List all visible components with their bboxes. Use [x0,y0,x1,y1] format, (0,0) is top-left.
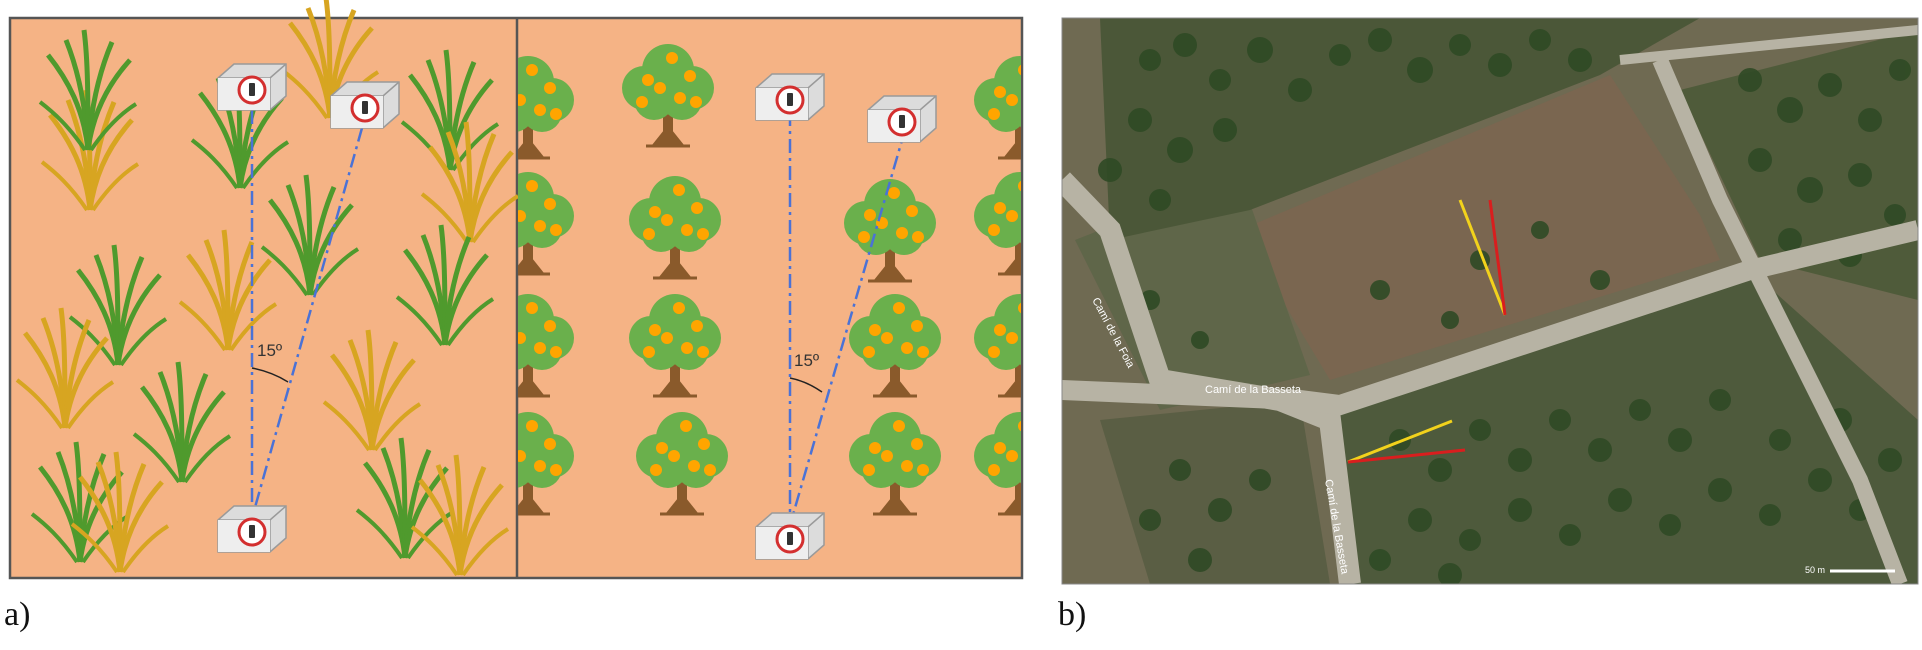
road-diagonal-right [1652,56,1908,584]
red-measure-line-upper [1488,199,1507,316]
panel-b-aerial-photo: Camí de la Foia Camí de la Basseta Camí … [1061,17,1919,585]
angle-arc [251,367,289,383]
left-sensor-beams: 15º [250,110,364,520]
angle-label-left: 15º [257,341,282,360]
angle-arc [789,377,823,393]
sensor-device [754,72,826,122]
red-measure-line-lower [1347,448,1466,464]
angle-label-right: 15º [794,351,819,370]
panel-b-frame [1061,17,1919,585]
panel-a: 15º [8,0,1024,580]
yellow-measure-line-lower [1347,419,1453,464]
field-plot-upper [1240,75,1720,380]
sensor-device [216,504,288,554]
road-horizontal [1062,220,1918,416]
orchard-top [1100,18,1700,240]
orchard-right [1680,30,1918,300]
scale-label: 50 m [1805,565,1825,575]
yellow-measure-line-upper [1458,199,1507,316]
right-sensor-beams: 15º [788,112,907,526]
sensor-device [754,511,826,561]
road-top [1619,25,1918,65]
sensor-device [216,62,288,112]
field-lower-left [1100,400,1330,584]
tree-canopy-dots [1098,28,1911,584]
sensor-device [866,94,938,144]
caption-b: b) [1058,596,1087,633]
road-label: Camí de la Basseta [1205,384,1302,396]
sensor-device [329,80,401,130]
angled-beam-line [250,127,364,519]
caption-a: a) [4,596,31,633]
